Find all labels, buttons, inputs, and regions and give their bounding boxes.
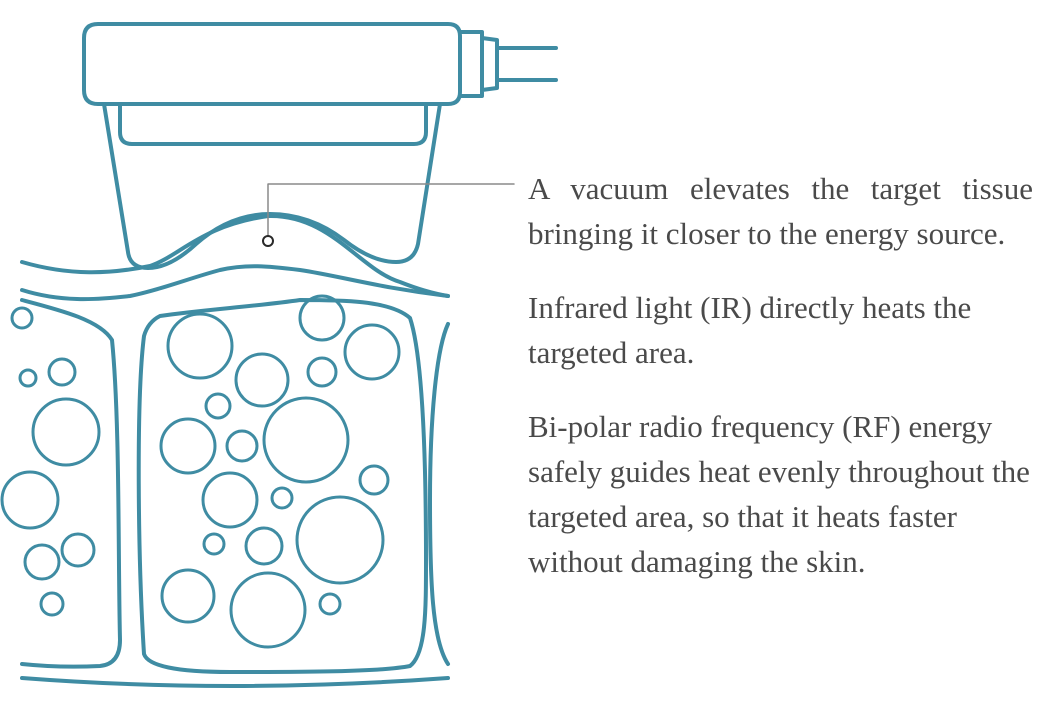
- skin-bottom-line: [20, 676, 450, 688]
- fat-cell: [18, 368, 38, 388]
- caption-column: A vacuum elevates the target tissue brin…: [528, 166, 1033, 584]
- fat-cell: [10, 306, 34, 330]
- callout-marker: [262, 235, 274, 247]
- fat-cell: [234, 352, 290, 408]
- fat-cell: [47, 357, 77, 387]
- fat-cell: [225, 429, 259, 463]
- fat-cell: [39, 591, 65, 617]
- fat-cell: [306, 356, 338, 388]
- caption-vacuum: A vacuum elevates the target tissue brin…: [528, 171, 1033, 251]
- fat-cell: [201, 471, 259, 529]
- handpiece-inner-slot: [118, 102, 428, 146]
- fat-cell: [229, 571, 307, 649]
- fat-cell: [23, 543, 61, 581]
- handpiece-body: [82, 22, 462, 106]
- fat-cell: [159, 417, 217, 475]
- fat-cell: [160, 568, 216, 624]
- caption-infrared: Infrared light (IR) directly heats the t…: [528, 290, 972, 370]
- fat-cell: [31, 397, 101, 467]
- fat-cell: [166, 312, 234, 380]
- fat-cell: [270, 486, 294, 510]
- callout-pointer: [262, 183, 515, 247]
- handpiece-cable-connector: [458, 30, 499, 98]
- fat-cell: [358, 464, 390, 496]
- fat-cell: [262, 396, 350, 484]
- fat-cells: [0, 294, 401, 649]
- tissue-cell-left: [20, 298, 122, 669]
- skin-surface-line: [20, 213, 450, 298]
- fat-cell: [343, 323, 401, 381]
- fat-cell: [202, 532, 226, 556]
- handpiece: [82, 22, 558, 270]
- fat-cell: [318, 592, 342, 616]
- fat-cell: [60, 532, 96, 568]
- fat-cell: [298, 294, 346, 342]
- skin-subsurface-line: [20, 264, 450, 302]
- tissue-cell-center: [136, 298, 428, 674]
- callout-line: [267, 183, 515, 239]
- fat-cell: [244, 526, 284, 566]
- caption-radio-frequency: Bi-polar radio frequency (RF) energy saf…: [528, 409, 1030, 579]
- handpiece-cable: [495, 46, 558, 82]
- fat-cell: [295, 495, 385, 585]
- fat-cell: [204, 392, 232, 420]
- tissue-cell-right: [428, 322, 450, 666]
- fat-cell: [0, 470, 60, 530]
